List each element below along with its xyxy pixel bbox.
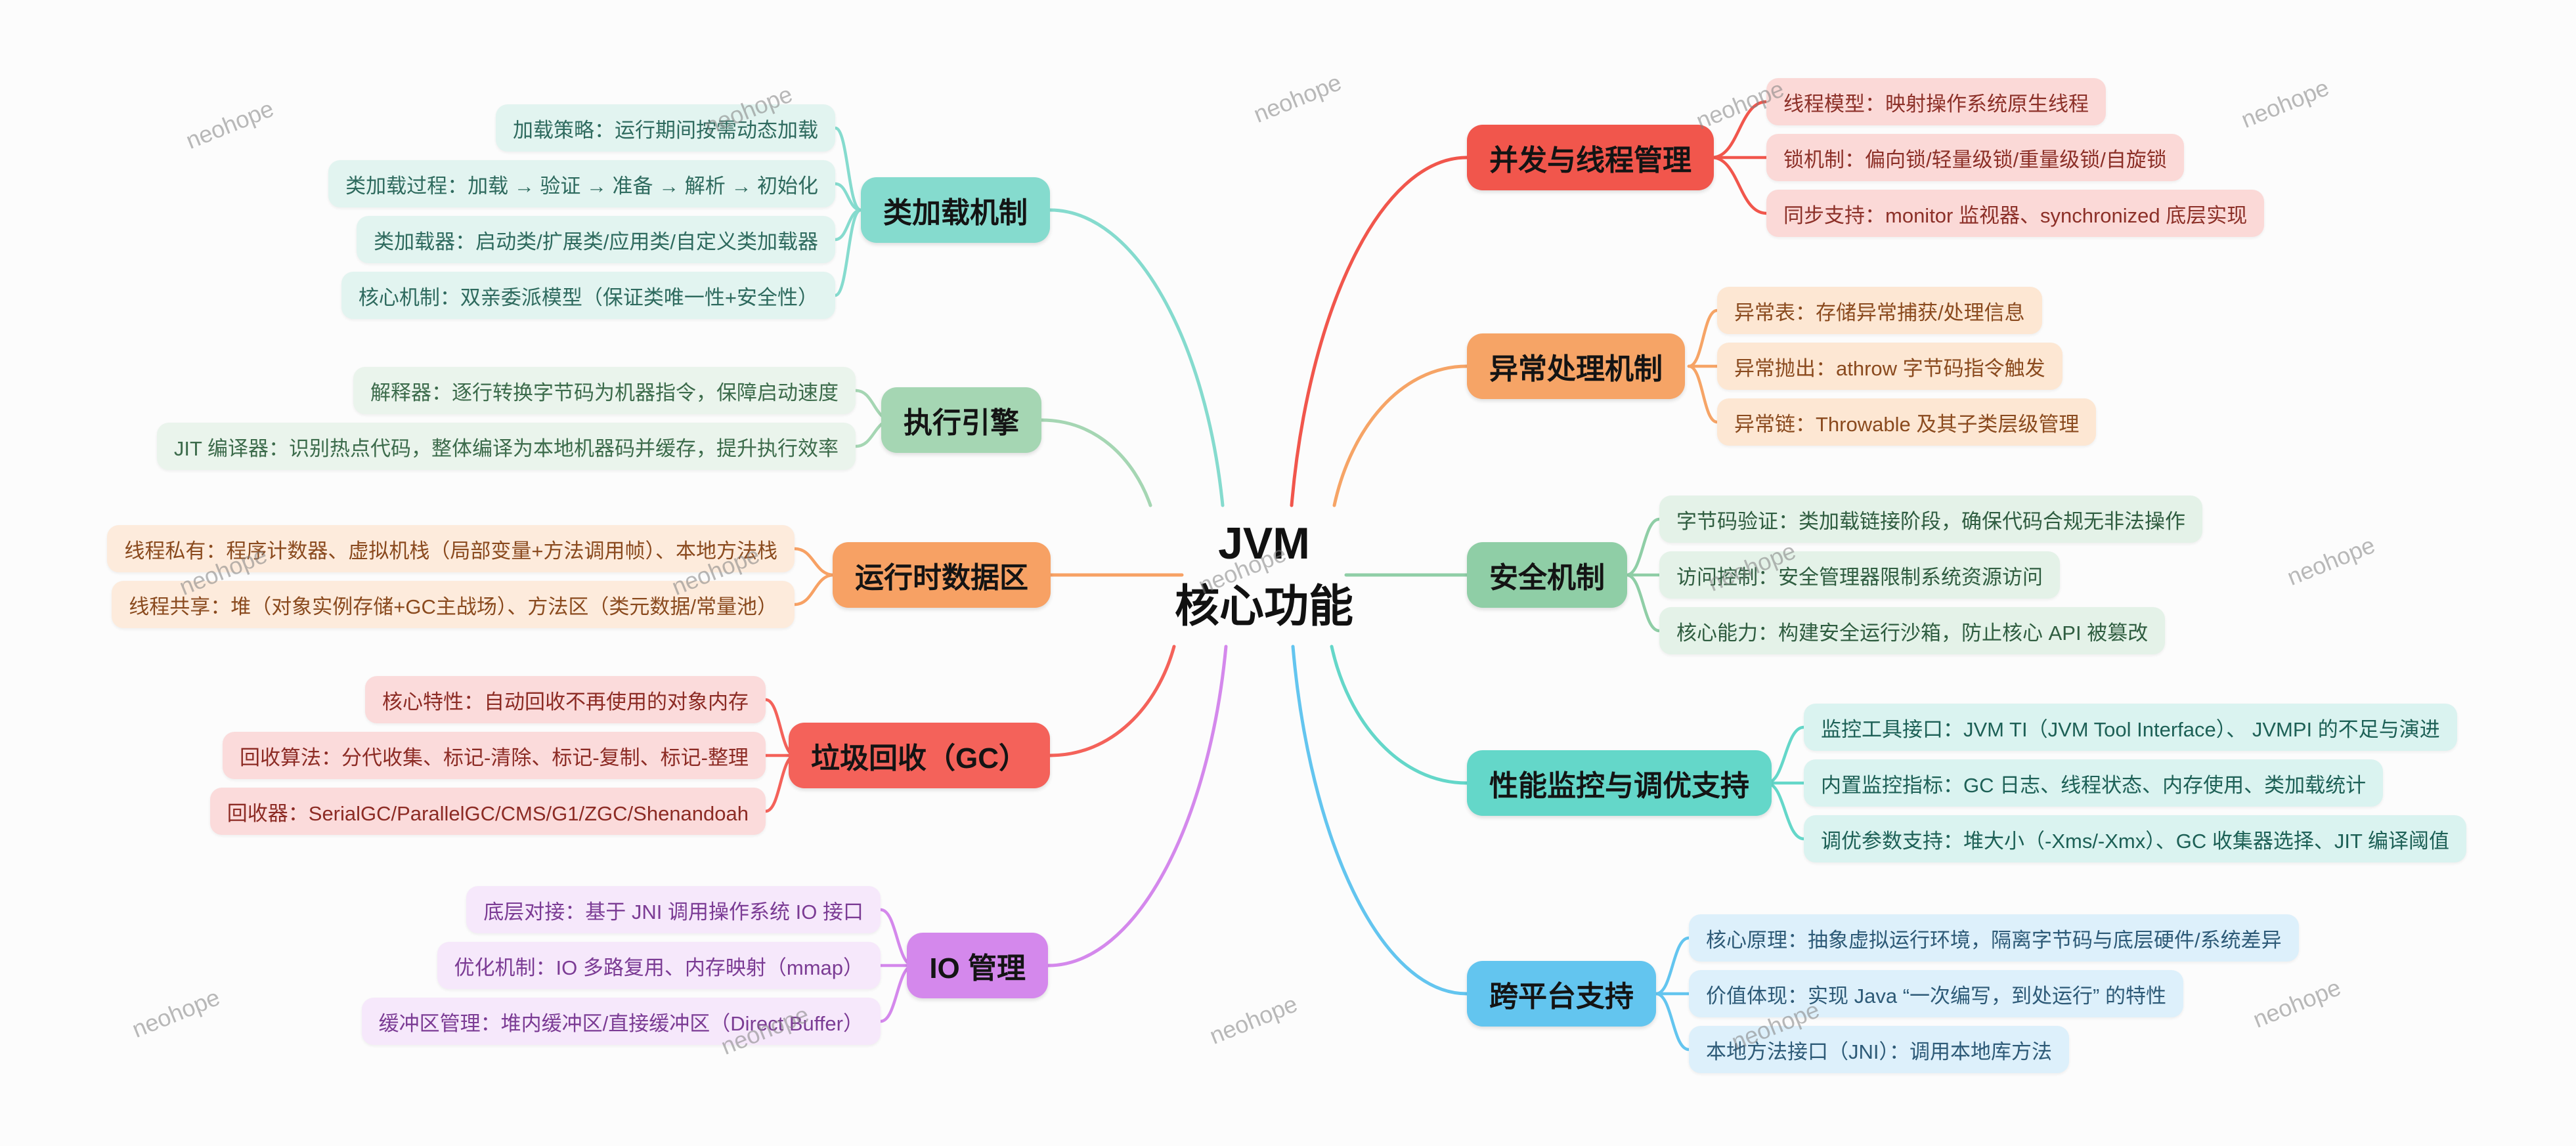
leaf-topic-cross-platform-3[interactable]: 本地方法接口（JNI）：调用本地库方法	[1689, 1026, 2069, 1073]
leaf-topic-security-1[interactable]: 字节码验证：类加载链接阶段，确保代码合规无非法操作	[1659, 496, 2202, 543]
leaf-topic-runtime-data-area-2[interactable]: 线程共享：堆（对象实例存储+GC主战场）、方法区（类元数据/常量池）	[112, 581, 795, 628]
branch-topic-concurrency-thread-management[interactable]: 并发与线程管理	[1467, 125, 1714, 190]
branch-connector-cross-platform	[1291, 645, 1469, 996]
leaf-topic-exception-handling-2[interactable]: 异常抛出：athrow 字节码指令触发	[1717, 343, 2063, 390]
leaf-topic-garbage-collection-3[interactable]: 回收器：SerialGC/ParallelGC/CMS/G1/ZGC/Shena…	[209, 788, 766, 835]
central-topic-line1: JVM	[1218, 519, 1310, 568]
leaf-topic-security-3[interactable]: 核心能力：构建安全运行沙箱，防止核心 API 被篡改	[1659, 607, 2166, 654]
central-topic[interactable]: JVM 核心功能	[1175, 512, 1353, 638]
leaf-connector-exception-handling-1	[1687, 308, 1719, 368]
leaf-topic-io-management-1[interactable]: 底层对接：基于 JNI 调用操作系统 IO 接口	[466, 886, 881, 933]
branch-topic-execution-engine[interactable]: 执行引擎	[881, 387, 1041, 453]
leaf-topic-exception-handling-1[interactable]: 异常表：存储异常捕获/处理信息	[1717, 287, 2042, 334]
branch-connector-io-management	[1046, 645, 1228, 967]
leaf-connector-class-loading-1	[833, 126, 863, 212]
leaf-connector-performance-monitoring-3	[1764, 781, 1806, 841]
branch-connector-execution-engine	[1039, 418, 1152, 507]
leaf-connector-concurrency-thread-management-1	[1710, 100, 1768, 159]
branch-topic-performance-monitoring[interactable]: 性能监控与调优支持	[1467, 750, 1772, 816]
branch-topic-cross-platform[interactable]: 跨平台支持	[1467, 961, 1656, 1027]
branch-connector-class-loading	[1048, 208, 1225, 507]
leaf-topic-io-management-2[interactable]: 优化机制：IO 多路复用、内存映射（mmap）	[437, 942, 881, 989]
leaf-connector-exception-handling-3	[1687, 364, 1719, 424]
leaf-connector-concurrency-thread-management-3	[1710, 156, 1768, 215]
leaf-topic-class-loading-2[interactable]: 类加载过程：加载 → 验证 → 准备 → 解析 → 初始化	[328, 160, 835, 207]
leaf-connector-cross-platform-1	[1654, 936, 1691, 996]
leaf-topic-concurrency-thread-management-1[interactable]: 线程模型：映射操作系统原生线程	[1766, 78, 2106, 125]
leaf-topic-execution-engine-1[interactable]: 解释器：逐行转换字节码为机器指令，保障启动速度	[353, 367, 856, 414]
branch-topic-garbage-collection[interactable]: 垃圾回收（GC）	[789, 723, 1050, 788]
leaf-connector-performance-monitoring-1	[1764, 725, 1806, 785]
leaf-topic-performance-monitoring-3[interactable]: 调优参数支持：堆大小（-Xms/-Xmx）、GC 收集器选择、JIT 编译阈值	[1804, 815, 2466, 862]
branch-connector-garbage-collection	[1048, 645, 1176, 757]
leaf-topic-exception-handling-3[interactable]: 异常链：Throwable 及其子类层级管理	[1717, 398, 2097, 446]
leaf-topic-io-management-3[interactable]: 缓冲区管理：堆内缓冲区/直接缓冲区（Direct Buffer）	[361, 998, 881, 1045]
branch-topic-security[interactable]: 安全机制	[1467, 542, 1627, 608]
branch-topic-io-management[interactable]: IO 管理	[907, 933, 1048, 998]
leaf-topic-class-loading-4[interactable]: 核心机制：双亲委派模型（保证类唯一性+安全性）	[341, 272, 835, 319]
leaf-topic-garbage-collection-2[interactable]: 回收算法：分代收集、标记-清除、标记-复制、标记-整理	[223, 732, 766, 779]
branch-topic-class-loading[interactable]: 类加载机制	[861, 177, 1050, 243]
leaf-topic-runtime-data-area-1[interactable]: 线程私有：程序计数器、虚拟机栈（局部变量+方法调用帧）、本地方法栈	[107, 525, 795, 572]
branch-connector-exception-handling	[1332, 364, 1469, 507]
leaf-connector-runtime-data-area-2	[793, 573, 836, 606]
leaf-topic-concurrency-thread-management-2[interactable]: 锁机制：偏向锁/轻量级锁/重量级锁/自旋锁	[1766, 134, 2184, 181]
central-topic-line2: 核心功能	[1174, 582, 1354, 631]
leaf-topic-performance-monitoring-1[interactable]: 监控工具接口：JVM TI（JVM Tool Interface）、 JVMPI…	[1804, 704, 2457, 751]
leaf-topic-garbage-collection-1[interactable]: 核心特性：自动回收不再使用的对象内存	[365, 676, 766, 723]
leaf-topic-cross-platform-2[interactable]: 价值体现：实现 Java “一次编写，到处运行” 的特性	[1689, 970, 2183, 1017]
leaf-connector-security-3	[1625, 573, 1661, 633]
leaf-topic-class-loading-1[interactable]: 加载策略：运行期间按需动态加载	[496, 104, 835, 152]
leaf-topic-class-loading-3[interactable]: 类加载器：启动类/扩展类/应用类/自定义类加载器	[357, 216, 835, 263]
branch-connector-concurrency-thread-management	[1290, 156, 1469, 507]
leaf-connector-class-loading-4	[833, 208, 863, 297]
branch-topic-exception-handling[interactable]: 异常处理机制	[1467, 333, 1685, 399]
leaf-topic-security-2[interactable]: 访问控制：安全管理器限制系统资源访问	[1659, 551, 2060, 599]
leaf-topic-execution-engine-2[interactable]: JIT 编译器：识别热点代码，整体编译为本地机器码并缓存，提升执行效率	[156, 423, 856, 470]
leaf-connector-runtime-data-area-1	[793, 547, 836, 577]
leaf-topic-concurrency-thread-management-3[interactable]: 同步支持：monitor 监视器、synchronized 底层实现	[1766, 190, 2265, 237]
leaf-connector-cross-platform-3	[1654, 992, 1691, 1051]
leaf-connector-security-1	[1625, 517, 1661, 577]
branch-connector-performance-monitoring	[1330, 645, 1469, 785]
leaf-topic-cross-platform-1[interactable]: 核心原理：抽象虚拟运行环境，隔离字节码与底层硬件/系统差异	[1689, 914, 2299, 962]
leaf-topic-performance-monitoring-2[interactable]: 内置监控指标：GC 日志、线程状态、内存使用、类加载统计	[1804, 759, 2384, 807]
branch-topic-runtime-data-area[interactable]: 运行时数据区	[833, 542, 1051, 608]
